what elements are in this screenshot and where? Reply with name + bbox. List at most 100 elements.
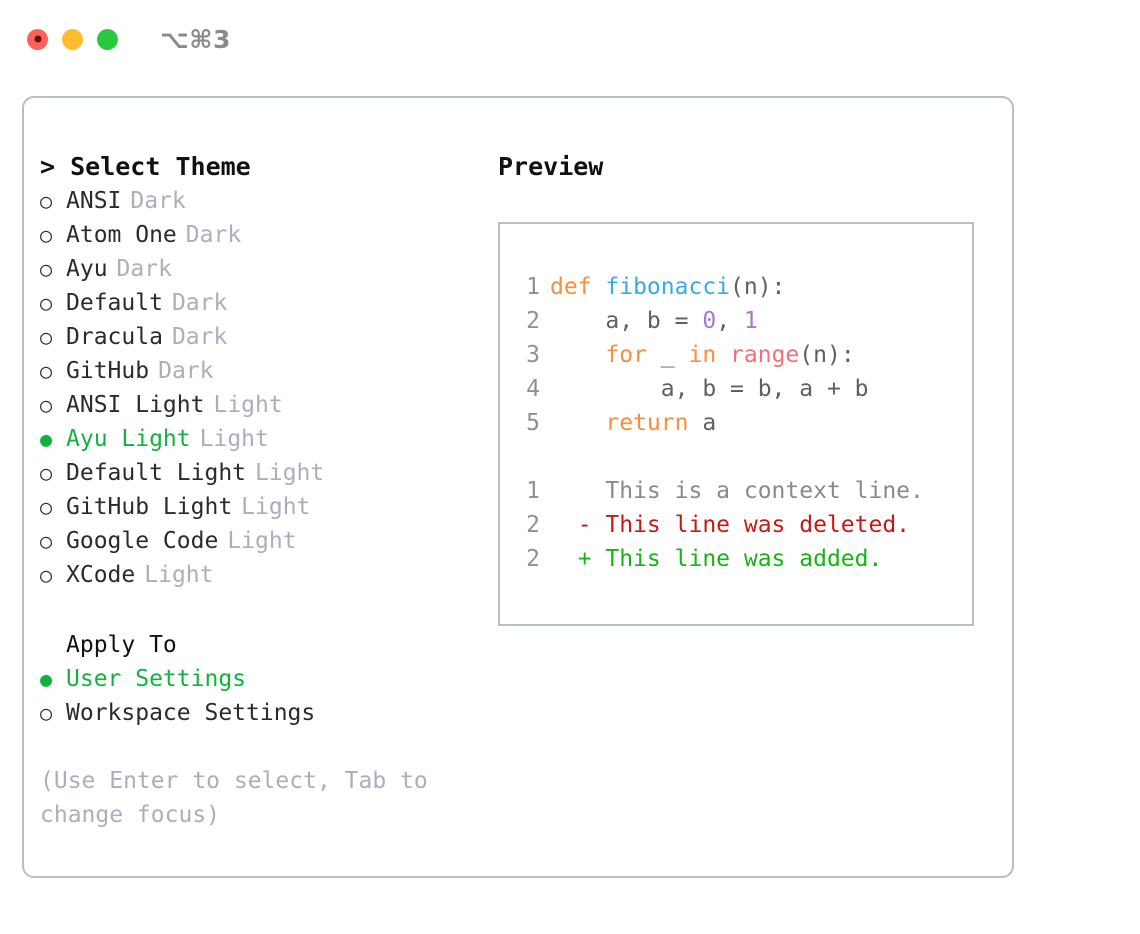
radio-unselected-icon: ○ [40, 529, 53, 553]
diff-line-text: - This line was deleted. [550, 512, 911, 538]
line-number: 5 [526, 410, 540, 436]
theme-option-label: Ayu [66, 256, 108, 282]
line-number: 4 [526, 376, 540, 402]
apply-to-option-list: ● User Settings ○ Workspace Settings [40, 662, 494, 730]
theme-option-label: ANSI Light [66, 392, 205, 418]
code-token-var [716, 342, 730, 368]
code-token-var: a, b = [550, 308, 703, 334]
diff-line-context: 1 This is a context line. [514, 474, 972, 508]
code-token-num: 0 [702, 308, 717, 334]
radio-unselected-icon: ○ [40, 359, 53, 383]
theme-option-kind: Dark [116, 256, 172, 282]
radio-unselected-icon: ○ [40, 563, 53, 587]
theme-option-default[interactable]: ○ Default Dark [40, 286, 494, 320]
code-line-text: return a [550, 406, 716, 440]
code-token-kw: in [688, 342, 717, 368]
code-line: 5 return a [514, 406, 972, 440]
radio-unselected-icon: ○ [40, 223, 53, 247]
minimize-button[interactable] [62, 28, 83, 50]
theme-option-ansi[interactable]: ○ ANSI Dark [40, 184, 494, 218]
radio-unselected-icon: ○ [40, 189, 53, 213]
radio-selected-icon: ● [40, 427, 53, 451]
code-token-bin: range [730, 342, 800, 368]
theme-option-label: Dracula [66, 324, 163, 350]
theme-option-kind: Dark [130, 188, 186, 214]
theme-option-label: Default Light [66, 460, 247, 486]
code-spacer [514, 440, 972, 474]
code-token-kw: for [605, 342, 647, 368]
theme-option-kind: Light [213, 392, 283, 418]
maximize-button[interactable] [97, 28, 118, 50]
theme-option-label: GitHub Light [66, 494, 233, 520]
code-line: 2 a, b = 0, 1 [514, 304, 972, 338]
code-token-punc: (n): [799, 342, 855, 368]
theme-option-kind: Dark [171, 290, 228, 316]
code-token-kw: def [550, 274, 606, 300]
code-token-var [550, 342, 605, 368]
theme-option-kind: Dark [158, 358, 214, 384]
code-token-var: _ [646, 342, 689, 368]
diff-line-text: This is a context line. [550, 478, 924, 504]
line-number: 3 [526, 342, 540, 368]
code-line: 3 for _ in range(n): [514, 338, 972, 372]
theme-option-label: Google Code [66, 528, 219, 554]
code-line-text: def fibonacci(n): [550, 270, 785, 304]
theme-option-label: Default [66, 290, 163, 316]
theme-option-kind: Dark [185, 222, 242, 248]
apply-to-option-label: Workspace Settings [66, 700, 316, 726]
code-token-var: a [688, 410, 717, 436]
code-token-kw: return [605, 410, 689, 436]
keyboard-hint-text: (Use Enter to select, Tab to change focu… [40, 768, 428, 828]
apply-to-heading: Apply To [66, 632, 177, 658]
close-button[interactable] [27, 28, 48, 50]
code-line-text: a, b = b, a + b [550, 372, 869, 406]
code-token-punc: , [716, 308, 744, 334]
diff-line-deleted: 2 - This line was deleted. [514, 508, 972, 542]
theme-option-kind: Light [255, 460, 325, 486]
code-line-text: a, b = 0, 1 [550, 304, 758, 338]
radio-unselected-icon: ○ [40, 495, 53, 519]
theme-option-dracula[interactable]: ○ Dracula Dark [40, 320, 494, 354]
theme-option-kind: Light [227, 528, 297, 554]
diff-line-added: 2 + This line was added. [514, 542, 972, 576]
theme-option-google-code[interactable]: ○ Google Code Light [40, 524, 494, 558]
theme-option-kind: Dark [171, 324, 228, 350]
radio-unselected-icon: ○ [40, 701, 53, 725]
theme-option-label: ANSI [66, 188, 122, 214]
theme-option-ansi-light[interactable]: ○ ANSI Light Light [40, 388, 494, 422]
radio-unselected-icon: ○ [40, 393, 53, 417]
apply-to-option-label: User Settings [66, 666, 247, 692]
line-number: 1 [526, 274, 540, 300]
line-number: 2 [526, 512, 540, 538]
radio-unselected-icon: ○ [40, 325, 53, 349]
radio-unselected-icon: ○ [40, 291, 53, 315]
code-token-var: a, b = b, a + b [550, 376, 869, 402]
code-token-num: 1 [743, 308, 758, 334]
apply-to-option-workspace-settings[interactable]: ○ Workspace Settings [40, 696, 494, 730]
line-number: 1 [526, 478, 540, 504]
radio-selected-icon: ● [40, 667, 53, 691]
section-spacer [40, 592, 494, 628]
code-token-var [550, 410, 605, 436]
code-line: 4 a, b = b, a + b [514, 372, 972, 406]
code-token-fn: fibonacci [605, 274, 731, 300]
traffic-light-buttons [27, 28, 118, 50]
preview-heading: Preview [498, 152, 604, 181]
select-theme-heading: > Select Theme [40, 152, 251, 181]
apply-to-option-user-settings[interactable]: ● User Settings [40, 662, 494, 696]
